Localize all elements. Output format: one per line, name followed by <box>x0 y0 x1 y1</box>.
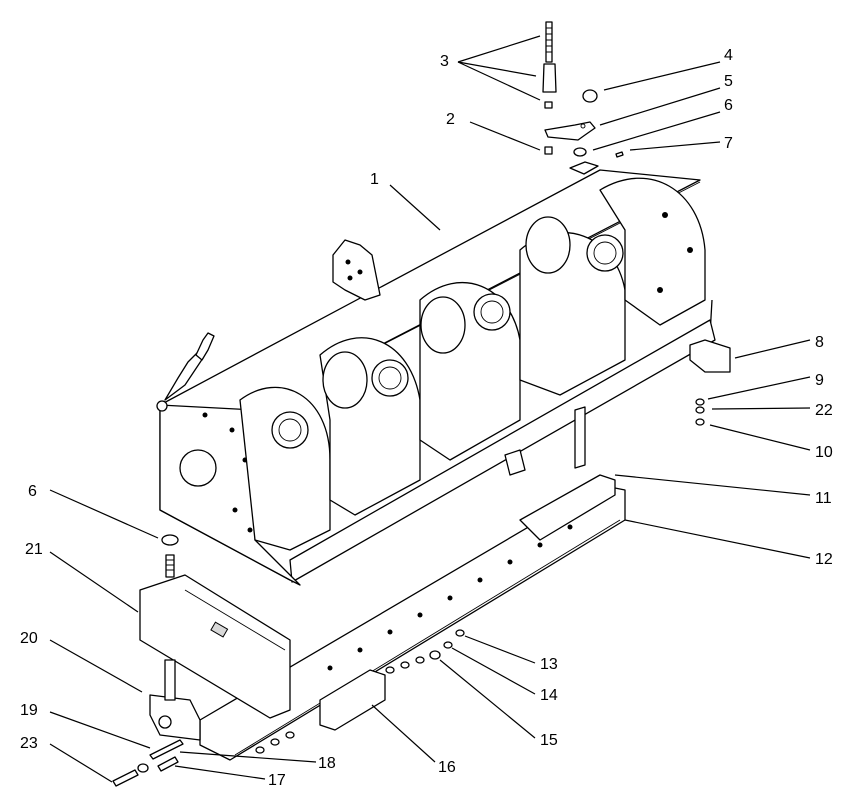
callout-10: 10 <box>815 444 833 461</box>
callouts: 1 2 3 4 5 6 7 8 9 22 10 11 12 6 21 20 13… <box>20 47 833 789</box>
callout-13: 13 <box>540 656 558 673</box>
adjuster-assembly <box>542 21 624 175</box>
callout-18: 18 <box>318 755 336 772</box>
callout-16: 16 <box>438 759 456 776</box>
callout-22: 22 <box>815 402 833 419</box>
callout-3: 3 <box>440 53 449 70</box>
callout-11: 11 <box>815 490 832 507</box>
lower-fasteners <box>112 629 465 787</box>
callout-6b: 6 <box>28 483 37 500</box>
disc-housings <box>239 177 706 551</box>
callout-20: 20 <box>20 630 38 647</box>
callout-9: 9 <box>815 372 824 389</box>
leader-lines <box>49 35 811 783</box>
callout-2: 2 <box>446 111 455 128</box>
callout-1: 1 <box>370 171 379 188</box>
right-end-hardware <box>689 339 731 426</box>
callout-5: 5 <box>724 73 733 90</box>
callout-14: 14 <box>540 687 558 704</box>
callout-19: 19 <box>20 702 38 719</box>
callout-6: 6 <box>724 97 733 114</box>
callout-7: 7 <box>724 135 733 152</box>
callout-23: 23 <box>20 735 38 752</box>
callout-4: 4 <box>724 47 733 64</box>
callout-8: 8 <box>815 334 824 351</box>
callout-21: 21 <box>25 541 43 558</box>
main-frame <box>156 169 716 586</box>
callout-15: 15 <box>540 732 558 749</box>
left-shield <box>139 534 291 741</box>
callout-17: 17 <box>268 772 286 789</box>
callout-12: 12 <box>815 551 833 568</box>
